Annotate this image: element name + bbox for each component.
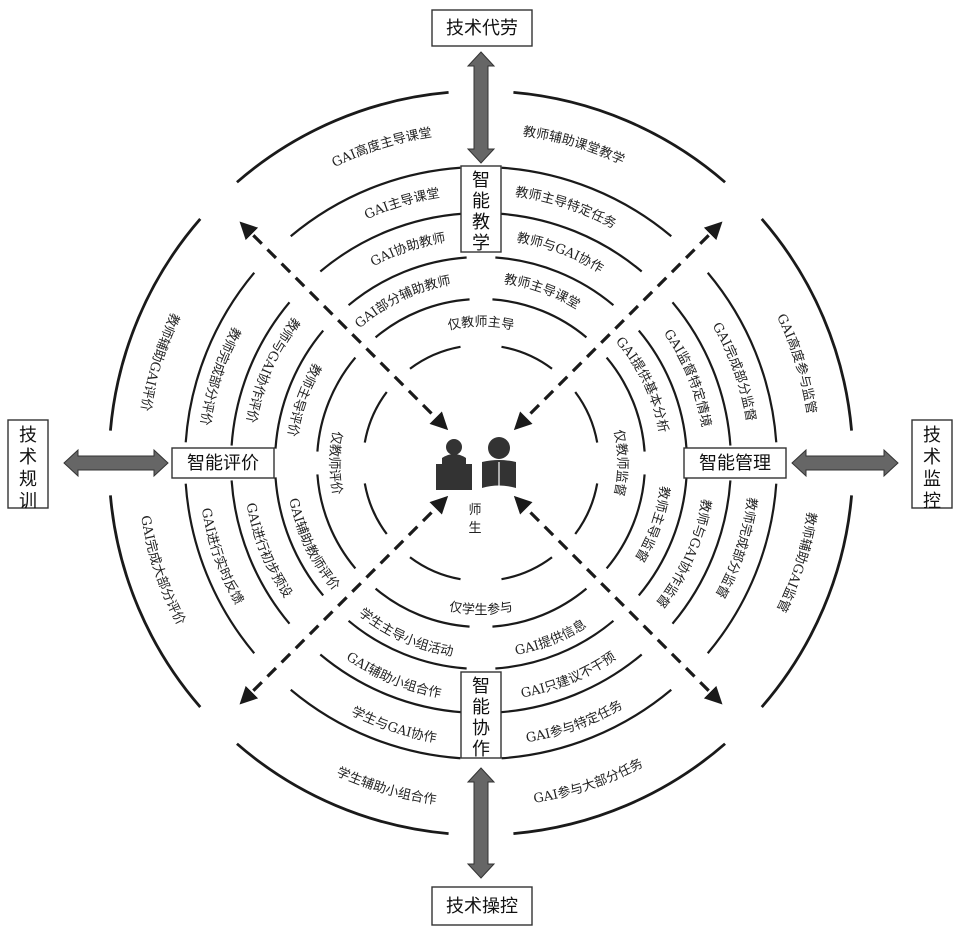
ring-arc: [501, 556, 553, 581]
management-top-label: GAI提供基本分析: [612, 334, 670, 434]
axis-box-teaching: 智能教学: [460, 165, 502, 254]
management-top-label: GAI高度参与监管: [773, 312, 818, 415]
collab-right-label: GAI提供信息: [514, 616, 590, 658]
ring-arc: [513, 742, 726, 835]
axis-box-management: 智能管理: [683, 447, 787, 479]
outer-box-bottom: 技术操控: [431, 886, 533, 926]
diagonal-arrow: [239, 495, 449, 705]
axis-box-evaluation: 智能评价: [171, 447, 275, 479]
axis-box-teaching-label: 智能教学: [472, 170, 490, 254]
axis-box-evaluation-label: 智能评价: [187, 453, 259, 474]
collab-right-label: GAI只建议不干预: [520, 650, 619, 702]
ring-arc: [409, 345, 461, 370]
teacher-student-icon: 师 生: [436, 437, 516, 536]
ring-arc: [760, 495, 853, 708]
outer-box-top: 技术代劳: [431, 9, 533, 47]
center-label-2: 生: [468, 521, 481, 536]
axis-box-collaboration: 智能协作: [460, 671, 502, 760]
diagonal-arrow: [239, 221, 449, 431]
ring-arc: [363, 391, 388, 443]
center-label-1: 师: [468, 503, 481, 518]
ring-arc: [109, 218, 202, 431]
collab-left-label: GAI辅助小组合作: [343, 650, 442, 702]
block-arrow: [466, 51, 496, 164]
management-bottom-label: 教师完成部分监督: [712, 496, 760, 600]
ring-arc: [574, 391, 599, 443]
teaching-right-label: 教师与GAI协作: [515, 230, 605, 277]
eval-top-label: 仅教师评价: [326, 430, 344, 496]
outer-box-bottom-label: 技术操控: [446, 896, 518, 917]
eval-bottom-label: GAI进行初步预设: [243, 502, 295, 601]
eval-bottom-label: GAI辅助教师评价: [285, 497, 342, 594]
outer-box-left: 技术规训: [7, 419, 49, 512]
ring-arc: [363, 483, 388, 535]
block-arrow: [466, 767, 496, 879]
ring-arc: [760, 218, 853, 431]
teaching-right-label: 教师辅助课堂教学: [522, 124, 627, 169]
teaching-right-label: 教师主导特定任务: [514, 184, 619, 232]
ring-arc: [409, 556, 461, 581]
outer-block-arrows: [63, 51, 899, 879]
eval-bottom-label: GAI完成大部分评价: [137, 514, 188, 627]
collab-left-label: 学生辅助小组合作: [334, 764, 437, 808]
teaching-left-label: GAI部分辅助教师: [352, 274, 452, 332]
management-top-label: 仅教师监督: [610, 429, 630, 498]
axis-box-management-label: 智能管理: [699, 453, 771, 474]
axis-box-collaboration-label: 智能协作: [472, 676, 490, 760]
ring-arc: [236, 91, 449, 184]
outer-box-right: 技术监控: [911, 419, 953, 512]
diagonal-arrow: [513, 221, 723, 431]
collab-left-label: 学生主导小组活动: [356, 605, 455, 660]
teaching-left-label: GAI协助教师: [368, 231, 446, 270]
management-bottom-label: 教师辅助GAI监管: [773, 511, 819, 614]
block-arrow: [63, 448, 169, 478]
collab-left-label: 学生与GAI协作: [349, 703, 438, 746]
block-arrow: [791, 448, 899, 478]
ring-arc: [236, 742, 449, 835]
diagonal-arrow: [513, 495, 723, 705]
ring-arc: [109, 495, 202, 708]
ring-arc: [574, 483, 599, 535]
outer-box-top-label: 技术代劳: [446, 18, 518, 39]
teaching-left-label: 仅教师主导: [447, 314, 516, 334]
collab-right-label: GAI参与特定任务: [525, 697, 625, 746]
eval-top-label: 教师辅助GAI评价: [137, 310, 183, 412]
eval-top-label: 教师主导评价: [284, 360, 324, 437]
collab-left-label: 仅学生参与: [448, 600, 514, 618]
ring-arc: [706, 483, 778, 654]
outer-box-right-label: 技术监控: [923, 425, 941, 512]
diagonal-dashed-arrows: [239, 221, 723, 705]
outer-box-left-label: 技术规训: [19, 425, 37, 512]
ring-arc: [501, 345, 553, 370]
teaching-left-label: GAI高度主导课堂: [330, 126, 433, 171]
ring-arc: [513, 91, 726, 184]
ring-arc: [501, 166, 672, 238]
management-top-label: GAI完成部分监督: [709, 320, 758, 423]
collab-right-label: GAI参与大部分任务: [532, 755, 645, 806]
